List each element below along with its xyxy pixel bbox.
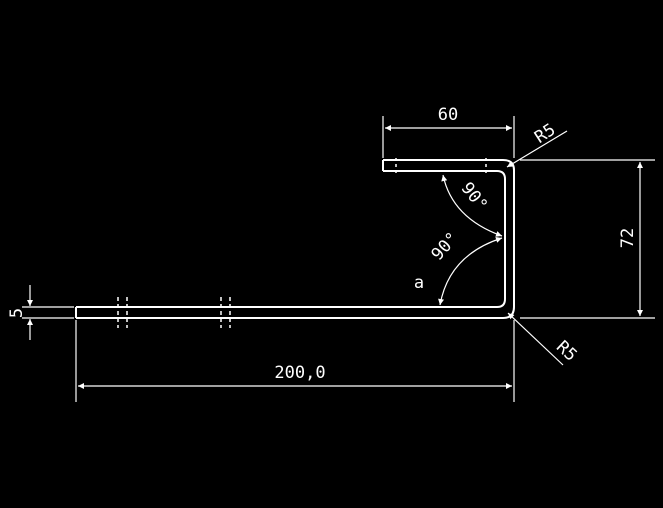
bend-marks-top bbox=[395, 158, 487, 173]
dimension-height-label: 72 bbox=[618, 228, 638, 248]
radius-bottom-label: R5 bbox=[552, 337, 581, 366]
angle-upper: 90° bbox=[441, 174, 503, 237]
dimension-length-label: 200,0 bbox=[274, 363, 325, 383]
dimension-thickness-label: 5 bbox=[7, 308, 27, 318]
radius-bottom: R5 bbox=[507, 312, 581, 366]
radius-top-label: R5 bbox=[531, 120, 559, 148]
angle-lower: 90° bbox=[428, 229, 503, 306]
dimension-length: 200,0 bbox=[75, 320, 515, 402]
angle-lower-label: 90° bbox=[428, 229, 463, 265]
angle-upper-label: 90° bbox=[457, 179, 492, 216]
dimension-thickness: 5 bbox=[7, 285, 74, 340]
dimension-top-width: 60 bbox=[382, 105, 515, 158]
dimension-top-width-label: 60 bbox=[438, 105, 458, 125]
angle-label: a bbox=[414, 273, 424, 293]
profile-inner-edge bbox=[76, 170, 506, 308]
bend-marks-bottom bbox=[117, 297, 231, 328]
profile-outer-edge bbox=[76, 159, 515, 319]
dimension-height: 72 bbox=[520, 159, 655, 319]
